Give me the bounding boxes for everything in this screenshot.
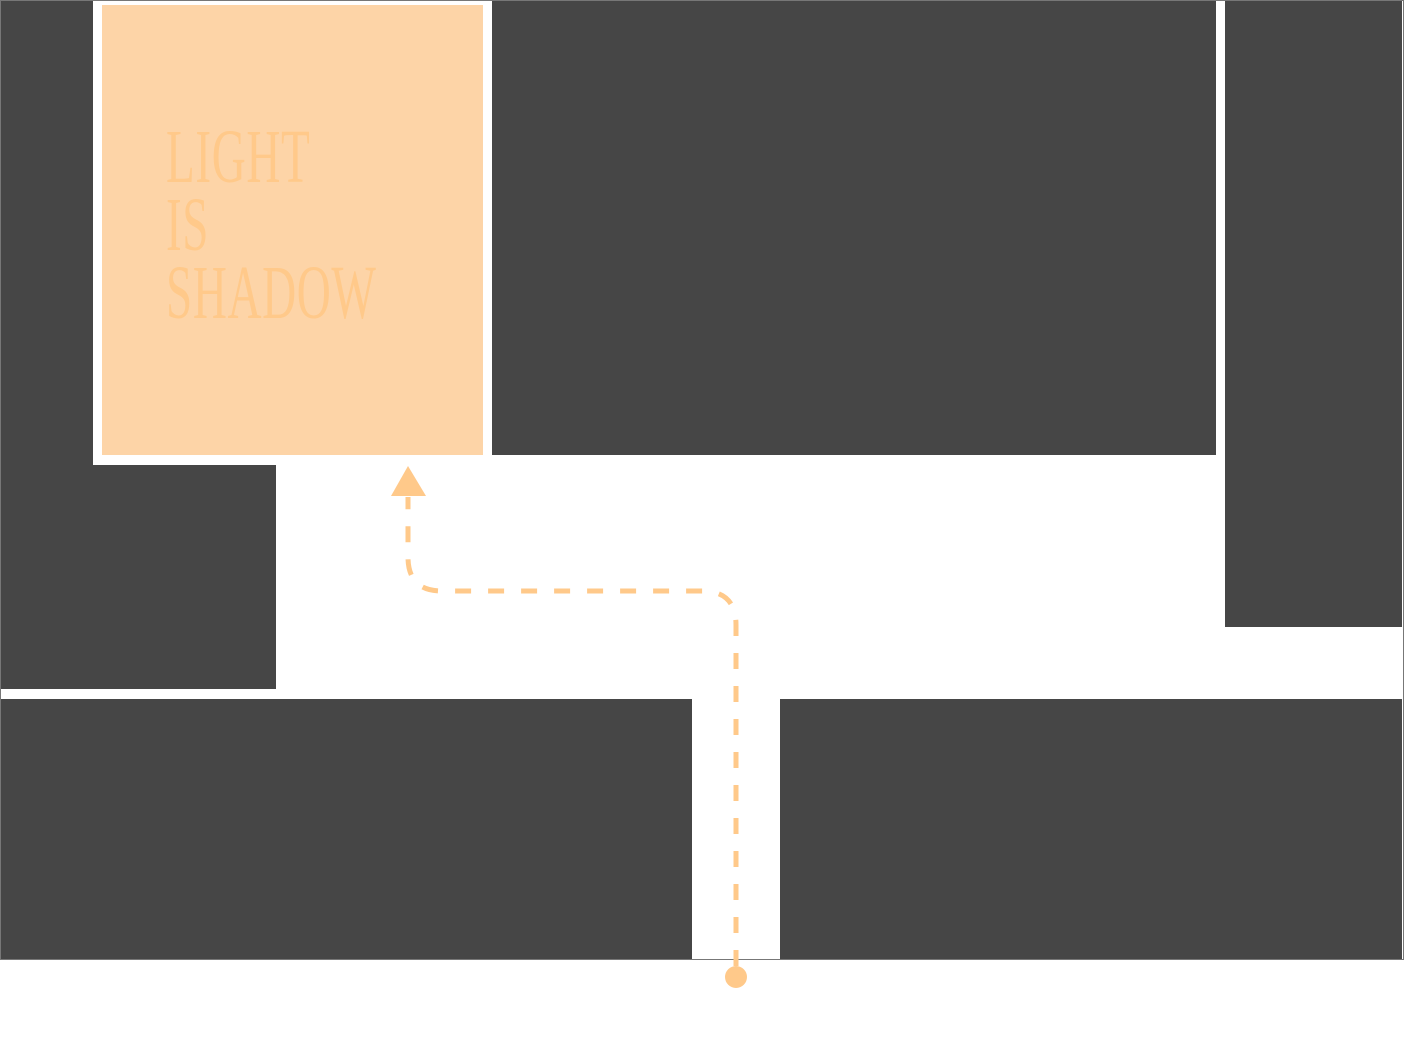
room-title: LIGHT IS SHADOW [166,115,377,335]
block-top-center[interactable] [492,1,1216,455]
block-left-upper[interactable] [1,1,93,465]
destination-arrow-icon [391,466,426,496]
room-title-line: LIGHT [166,115,311,199]
room-title-line: IS [166,183,210,267]
route-path [405,497,739,966]
block-right[interactable] [1225,1,1402,627]
room-title-line: SHADOW [166,251,377,335]
block-bottom-right[interactable] [780,699,1402,959]
current-location-dot-icon[interactable] [725,966,747,988]
block-left-middle[interactable] [1,465,276,689]
block-bottom-left[interactable] [1,699,692,959]
map-frame [0,0,1404,960]
highlighted-room-light-is-shadow[interactable]: LIGHT IS SHADOW [102,5,483,455]
